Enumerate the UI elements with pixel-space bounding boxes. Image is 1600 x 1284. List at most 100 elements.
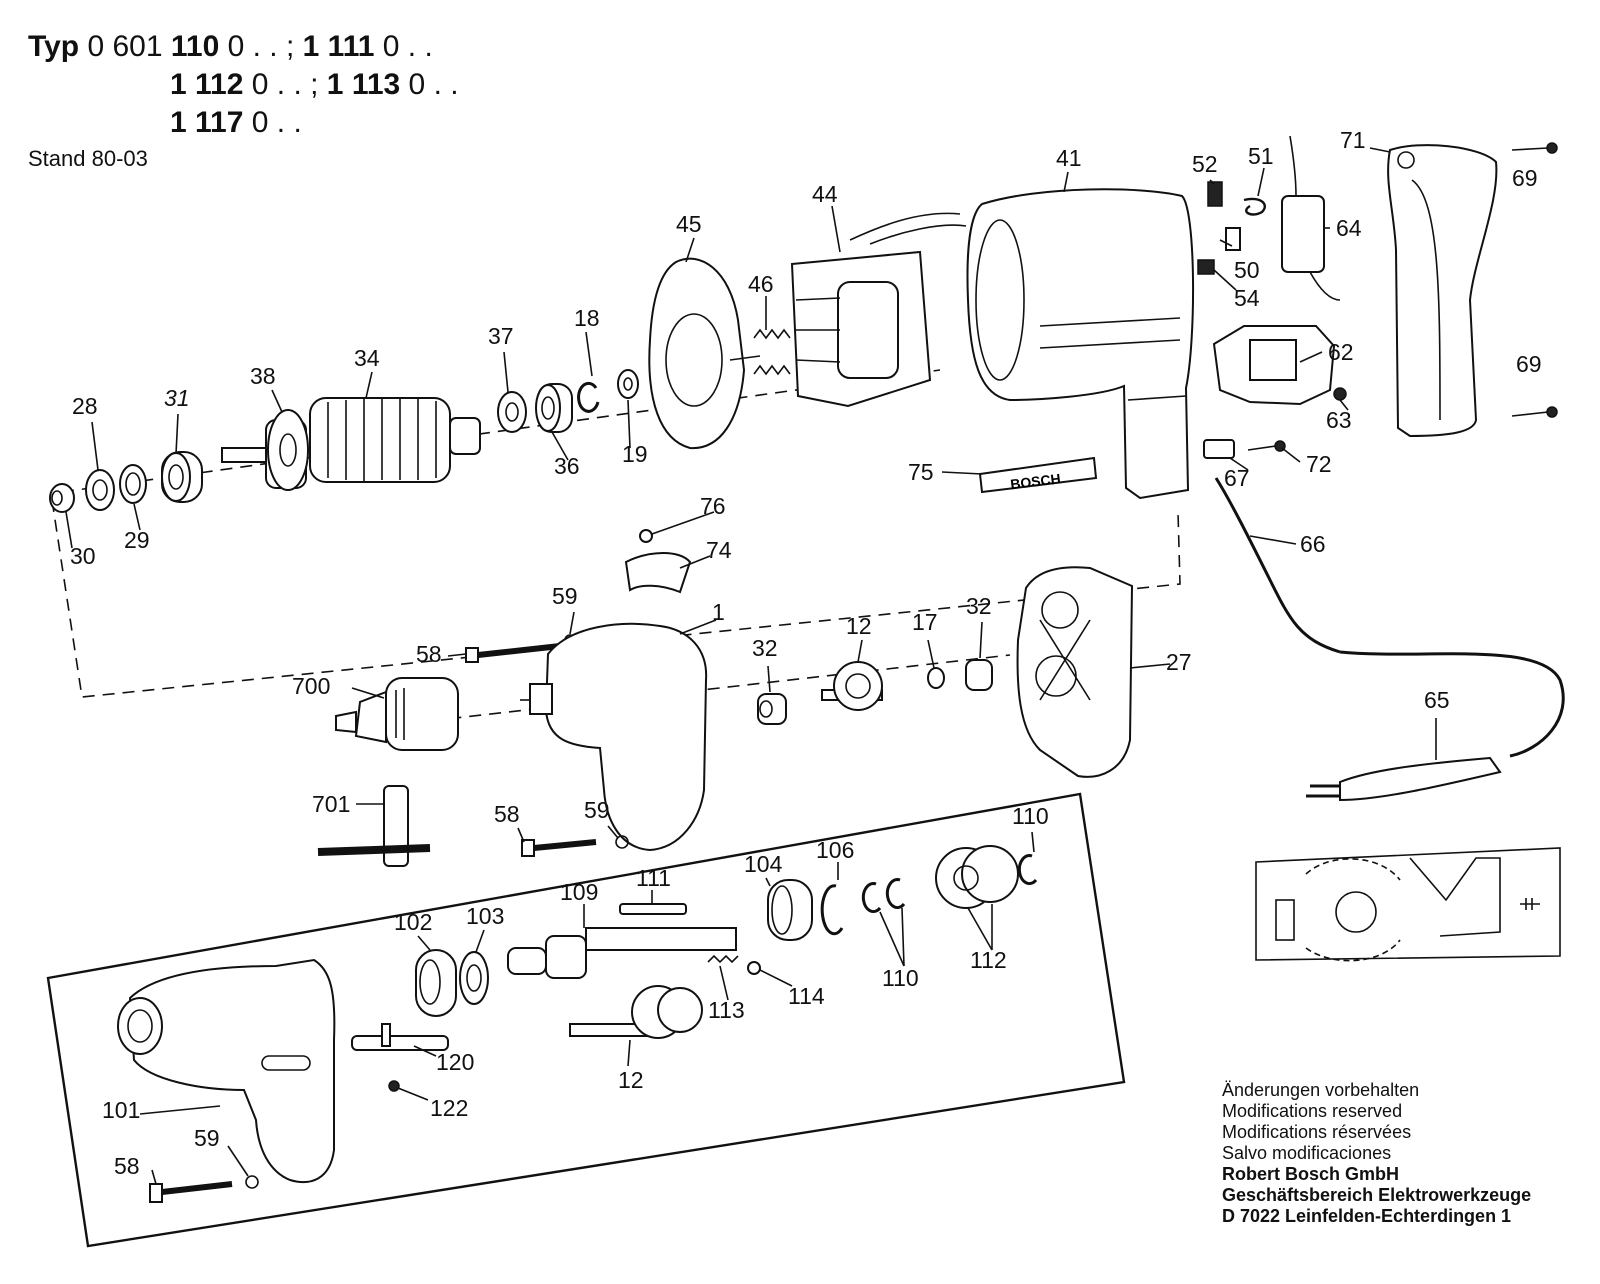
type-number-part: 1 112 — [170, 68, 244, 101]
label-59-top: 59 — [552, 583, 578, 609]
label-109: 109 — [560, 879, 598, 905]
label-18: 18 — [574, 305, 600, 331]
part-32-bearing-right — [965, 659, 993, 691]
part-27-bearing-plate — [1016, 566, 1134, 778]
type-number-part: 0 . . — [400, 68, 459, 101]
part-113-spring — [707, 954, 739, 964]
part-51-spring-clip — [1243, 197, 1266, 216]
part-58-screw-top — [465, 643, 561, 663]
label-1: 1 — [712, 599, 725, 625]
label-52: 52 — [1192, 151, 1218, 177]
label-112: 112 — [970, 947, 1007, 973]
part-62-switch — [1212, 325, 1336, 406]
part-103-washer — [459, 951, 489, 1005]
label-106: 106 — [816, 837, 854, 863]
part-58-screw-bottom — [149, 1181, 233, 1203]
part-54-screw — [1197, 259, 1215, 275]
label-45: 45 — [676, 211, 702, 237]
label-12-top: 12 — [846, 613, 872, 639]
part-34-armature — [309, 397, 481, 483]
part-28-ring — [85, 469, 115, 511]
label-54: 54 — [1234, 285, 1260, 311]
label-44: 44 — [812, 181, 838, 207]
label-110-bottom: 110 — [882, 965, 919, 991]
label-75: 75 — [908, 459, 934, 485]
type-number-part: 0 . . ; — [219, 30, 303, 63]
part-65-power-cord — [1306, 650, 1565, 802]
part-111-key — [619, 903, 687, 915]
part-122-screw — [388, 1080, 400, 1092]
type-word: Typ — [28, 30, 80, 63]
part-69-screw-top — [1511, 142, 1558, 154]
label-50: 50 — [1234, 257, 1260, 283]
label-76: 76 — [700, 493, 726, 519]
part-110-circlip-top — [1017, 854, 1038, 885]
label-66: 66 — [1300, 531, 1326, 557]
wiring-diagram — [1255, 847, 1561, 962]
notes-block: Änderungen vorbehalten Modifications res… — [1222, 1080, 1531, 1227]
type-number-part: 1 117 — [170, 106, 244, 139]
type-number-part: 0 601 — [87, 30, 171, 63]
label-111: 111 — [636, 865, 671, 891]
part-69-screw-bottom — [1511, 406, 1558, 418]
part-101-gear-housing — [117, 958, 336, 1184]
part-64-capacitor — [1281, 135, 1341, 301]
label-65: 65 — [1424, 687, 1450, 713]
company-address: D 7022 Leinfelden-Echterdingen 1 — [1222, 1206, 1512, 1226]
note-modifications-es: Salvo modificaciones — [1222, 1143, 1392, 1163]
part-32-bearing-left — [757, 693, 787, 725]
part-102-bearing-bush — [415, 949, 457, 1017]
type-number-part: 0 . . — [374, 30, 433, 63]
label-71: 71 — [1340, 127, 1366, 153]
motor-axis-line — [61, 369, 941, 493]
part-109-spindle — [507, 927, 737, 979]
label-36: 36 — [554, 453, 580, 479]
part-58-screw-middle — [521, 839, 597, 857]
company-name: Robert Bosch GmbH — [1222, 1164, 1400, 1184]
bosch-plate-text: BOSCH — [1009, 470, 1061, 492]
label-58-top: 58 — [416, 641, 442, 667]
label-51: 51 — [1248, 143, 1274, 169]
part-38-armature-fan — [221, 409, 309, 491]
type-line-1: Typ 0 601 110 0 . . ; 1 111 0 . . — [28, 30, 433, 64]
label-12-bottom: 12 — [618, 1067, 644, 1093]
label-63: 63 — [1326, 407, 1352, 433]
label-69-bottom: 69 — [1516, 351, 1542, 377]
company-division: Geschäftsbereich Elektrowerkzeuge — [1222, 1185, 1532, 1205]
label-41: 41 — [1056, 145, 1082, 171]
label-28: 28 — [72, 393, 98, 419]
part-50-brush-holder — [1225, 227, 1241, 251]
label-29: 29 — [124, 527, 150, 553]
label-59-bottom: 59 — [194, 1125, 220, 1151]
label-113: 113 — [708, 997, 745, 1023]
part-106-circlip — [820, 884, 844, 936]
label-62: 62 — [1328, 339, 1354, 365]
part-76-screw — [639, 529, 653, 543]
part-110-circlip-right — [885, 878, 906, 909]
label-110-top: 110 — [1012, 803, 1049, 829]
label-102: 102 — [394, 909, 432, 935]
part-45-baffle — [648, 257, 761, 450]
part-110-circlip-left — [861, 882, 882, 913]
part-63-screw — [1333, 387, 1347, 401]
part-104-ball-bearing — [767, 879, 813, 941]
part-46-spring — [753, 328, 791, 376]
part-29-washer — [119, 464, 147, 504]
label-114: 114 — [788, 983, 825, 1009]
note-modifications-en: Modifications reserved — [1222, 1101, 1403, 1121]
label-59-middle: 59 — [584, 797, 610, 823]
label-122: 122 — [430, 1095, 468, 1121]
part-114-ball — [747, 961, 761, 975]
part-59-washer-middle — [615, 835, 629, 849]
part-66-cable-sleeve — [1214, 477, 1341, 654]
part-12-gear-shaft-top — [821, 661, 883, 711]
label-72: 72 — [1306, 451, 1332, 477]
leader-lines — [65, 147, 1437, 1185]
label-46: 46 — [748, 271, 774, 297]
part-67-cable-clamp — [1203, 439, 1235, 459]
label-31: 31 — [164, 385, 190, 411]
label-37: 37 — [488, 323, 514, 349]
label-104: 104 — [744, 851, 783, 877]
